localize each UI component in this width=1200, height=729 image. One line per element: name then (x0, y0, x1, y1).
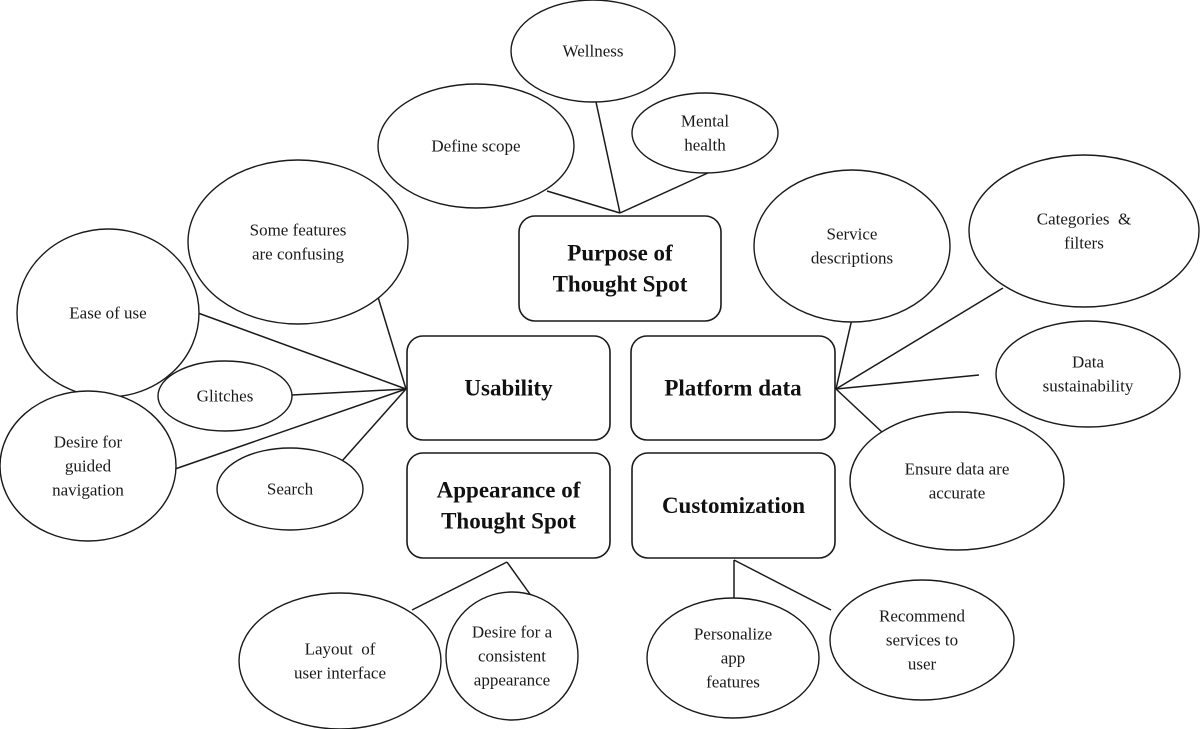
leaf-ellipse (377, 83, 575, 209)
connector-appearance-layout-ui (411, 561, 508, 611)
hub-box (406, 452, 611, 559)
leaf-label-line: Ease of use (69, 304, 146, 323)
leaf-ellipse (631, 92, 779, 174)
hub-label-line: Thought Spot (553, 272, 688, 297)
leaf-label-line: Desire for a (472, 623, 553, 642)
leaf-node-personalize-features: Personalize app features (646, 597, 820, 719)
leaf-node-consistent-appearance: Desire for a consistent appearance (445, 591, 579, 721)
leaf-label-line: services to (886, 631, 958, 650)
hub-node-usability: Usability (406, 335, 611, 441)
leaf-label-line: guided (65, 457, 112, 476)
leaf-label-line: are confusing (252, 245, 345, 264)
leaf-label-line: filters (1064, 234, 1104, 253)
connector-usability-guided-navigation (174, 388, 407, 470)
connector-usability-some-features-confusing (377, 296, 407, 390)
connector-usability-search (341, 388, 407, 462)
connector-customization-recommend-services (733, 559, 832, 611)
leaf-label-line: Personalize (694, 625, 772, 644)
leaf-label-line: Service (827, 225, 878, 244)
leaf-node-data-accurate: Ensure data are accurate (849, 411, 1065, 551)
connector-platform-service-descriptions (835, 309, 855, 390)
hub-box (631, 452, 836, 559)
leaf-label-line: Desire for (54, 433, 123, 452)
leaf-label-line: Glitches (197, 387, 254, 406)
leaf-label-line: Categories & (1037, 210, 1131, 229)
hub-box (518, 215, 722, 322)
leaf-label-line: Mental (681, 112, 729, 131)
hub-node-appearance: Appearance of Thought Spot (406, 452, 611, 559)
leaf-node-glitches: Glitches (157, 360, 293, 432)
leaf-label-line: Data (1072, 353, 1105, 372)
leaf-label-line: sustainability (1043, 377, 1134, 396)
leaf-ellipse (157, 360, 293, 432)
leaf-node-some-features-confusing: Some features are confusing (187, 159, 409, 325)
leaf-node-define-scope: Define scope (377, 83, 575, 209)
leaf-ellipse (510, 0, 676, 103)
leaf-label-line: Ensure data are (905, 460, 1010, 479)
hub-label-line: Appearance of (437, 478, 581, 503)
leaf-label-line: Layout of (305, 640, 376, 659)
leaf-label-line: health (684, 136, 726, 155)
hub-node-purpose: Purpose of Thought Spot (518, 215, 722, 322)
hub-label-line: Usability (464, 376, 553, 401)
leaf-label-line: features (706, 673, 760, 692)
leaf-node-categories-filters: Categories & filters (968, 154, 1200, 308)
connector-purpose-wellness (595, 101, 621, 214)
hub-box (406, 335, 611, 441)
leaf-ellipse (0, 390, 177, 542)
hub-label-line: Thought Spot (441, 509, 576, 534)
leaf-node-mental-health: Mental health (631, 92, 779, 174)
connector-platform-data-sustainability (835, 374, 980, 390)
leaf-label-line: user interface (294, 664, 386, 683)
leaf-ellipse (216, 447, 364, 531)
leaf-node-wellness: Wellness (510, 0, 676, 103)
leaf-node-recommend-services: Recommend services to user (829, 579, 1015, 701)
leaf-ellipse (445, 591, 579, 721)
leaf-label-line: appearance (474, 671, 550, 690)
leaf-ellipse (829, 579, 1015, 701)
leaf-label-line: Recommend (879, 607, 965, 626)
connectors (174, 101, 1004, 611)
leaf-label-line: Search (267, 480, 314, 499)
leaf-label-line: Define scope (431, 137, 520, 156)
connector-usability-ease-of-use (197, 312, 407, 390)
leaf-node-layout-ui: Layout of user interface (238, 592, 442, 729)
leaf-label-line: Wellness (563, 42, 624, 61)
hub-node-customization: Customization (631, 452, 836, 559)
connector-appearance-consistent-appearance (506, 561, 533, 598)
leaf-label-line: navigation (52, 481, 124, 500)
leaf-node-ease-of-use: Ease of use (16, 228, 200, 398)
leaf-ellipse (646, 597, 820, 719)
leaf-node-service-descriptions: Service descriptions (753, 169, 951, 323)
leaf-ellipse (849, 411, 1065, 551)
connector-purpose-define-scope (546, 190, 621, 214)
leaf-ellipse (995, 320, 1181, 428)
hub-label-line: Customization (662, 493, 805, 518)
hub-label-line: Purpose of (567, 241, 673, 266)
leaf-label-line: accurate (929, 484, 986, 503)
leaf-label-line: consistent (478, 647, 546, 666)
leaf-node-search: Search (216, 447, 364, 531)
connector-usability-glitches (291, 388, 407, 396)
leaf-label-line: app (721, 649, 746, 668)
leaf-ellipse (753, 169, 951, 323)
connector-platform-data-accurate (835, 388, 884, 434)
leaf-ellipse (968, 154, 1200, 308)
hub-label-line: Platform data (664, 376, 802, 401)
leaf-node-guided-navigation: Desire for guided navigation (0, 390, 177, 542)
leaf-ellipse (238, 592, 442, 729)
leaf-label-line: descriptions (811, 249, 893, 268)
connector-platform-categories-filters (835, 287, 1004, 390)
connector-purpose-mental-health (619, 171, 711, 214)
hub-node-platform: Platform data (630, 335, 836, 441)
hub-box (630, 335, 836, 441)
leaf-ellipse (187, 159, 409, 325)
leaf-node-data-sustainability: Data sustainability (995, 320, 1181, 428)
leaf-label-line: user (908, 655, 937, 674)
leaf-label-line: Some features (250, 221, 347, 240)
